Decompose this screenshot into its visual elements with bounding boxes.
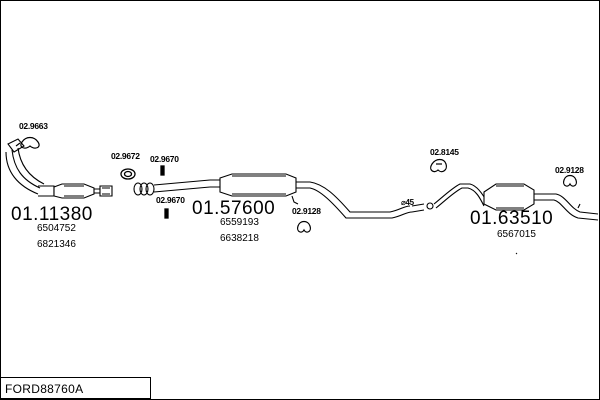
clamp-drawings <box>120 165 169 219</box>
middle-pipe-drawing <box>133 173 434 219</box>
part-number-rear-silencer: 01.63510 <box>470 208 554 229</box>
accessory-label-bolt-2: 02.9670 <box>156 195 185 205</box>
diagram-title-box: FORD88760A <box>0 377 151 399</box>
accessory-label-bolt-1: 02.9670 <box>150 154 179 164</box>
hanger-drawing-3 <box>563 174 577 187</box>
part-number-middle-silencer: 01.57600 <box>192 198 276 219</box>
part-number-front-pipe: 01.11380 <box>11 204 93 225</box>
pipe-diameter-label: ⌀45 <box>401 198 414 207</box>
accessory-label-clamp: 02.9672 <box>111 151 140 161</box>
gasket-drawing-1 <box>20 136 40 149</box>
diagram-title: FORD88760A <box>5 382 84 396</box>
oem-number: 6559193 <box>220 217 259 228</box>
accessory-label-hanger-3: 02.9128 <box>555 165 584 175</box>
accessory-label-hanger-2: 02.8145 <box>430 147 459 157</box>
oem-number: 6638218 <box>220 233 259 244</box>
accessory-label-gasket: 02.9663 <box>19 121 48 131</box>
hanger-drawing-2 <box>430 158 447 173</box>
hanger-drawing-1 <box>297 220 311 233</box>
rear-pipe-drawing <box>433 183 599 221</box>
oem-number: 6567015 <box>497 229 536 240</box>
small-mark <box>515 252 518 255</box>
oem-number: 6821346 <box>37 239 76 250</box>
accessory-label-hanger-1: 02.9128 <box>292 206 321 216</box>
front-pipe-drawing <box>5 138 113 199</box>
oem-number: 6504752 <box>37 223 76 234</box>
